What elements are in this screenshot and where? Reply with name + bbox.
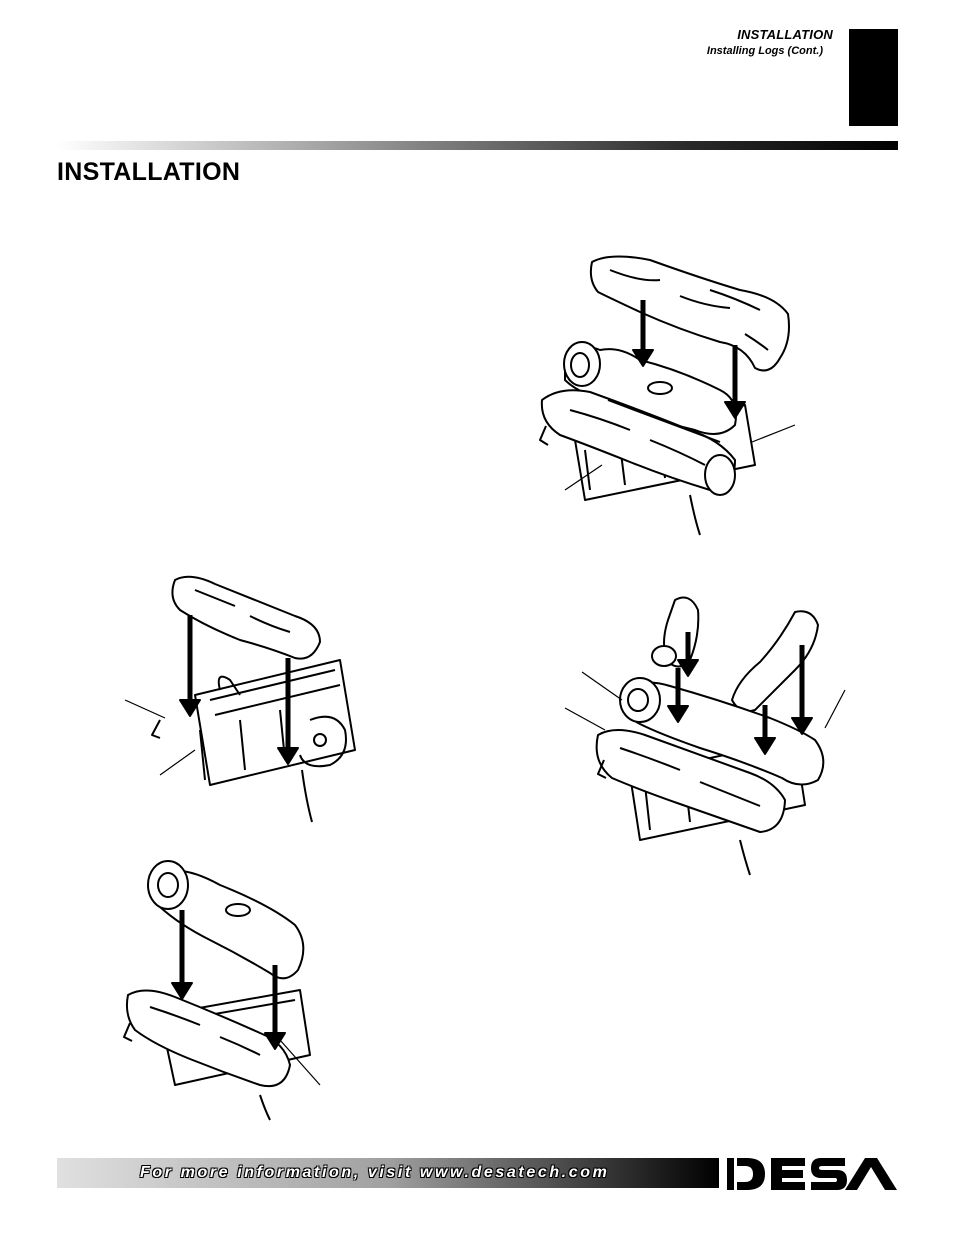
section-tab-marker (849, 29, 898, 126)
page-title: INSTALLATION (57, 158, 241, 186)
header-subsection: Installing Logs (Cont.) (706, 45, 823, 57)
header-rule (57, 141, 898, 150)
figure-rear-log-grate (124, 575, 356, 823)
figure-top-log-placement (539, 255, 796, 536)
footer-bar: For more information, visit www.desatech… (57, 1158, 719, 1188)
figure-middle-log-placement (123, 860, 321, 1121)
figure-final-log-placement (564, 596, 846, 876)
desa-logo (727, 1158, 897, 1190)
header-section-title: INSTALLATION (737, 27, 833, 42)
footer-info-text[interactable]: For more information, visit www.desatech… (140, 1164, 610, 1181)
